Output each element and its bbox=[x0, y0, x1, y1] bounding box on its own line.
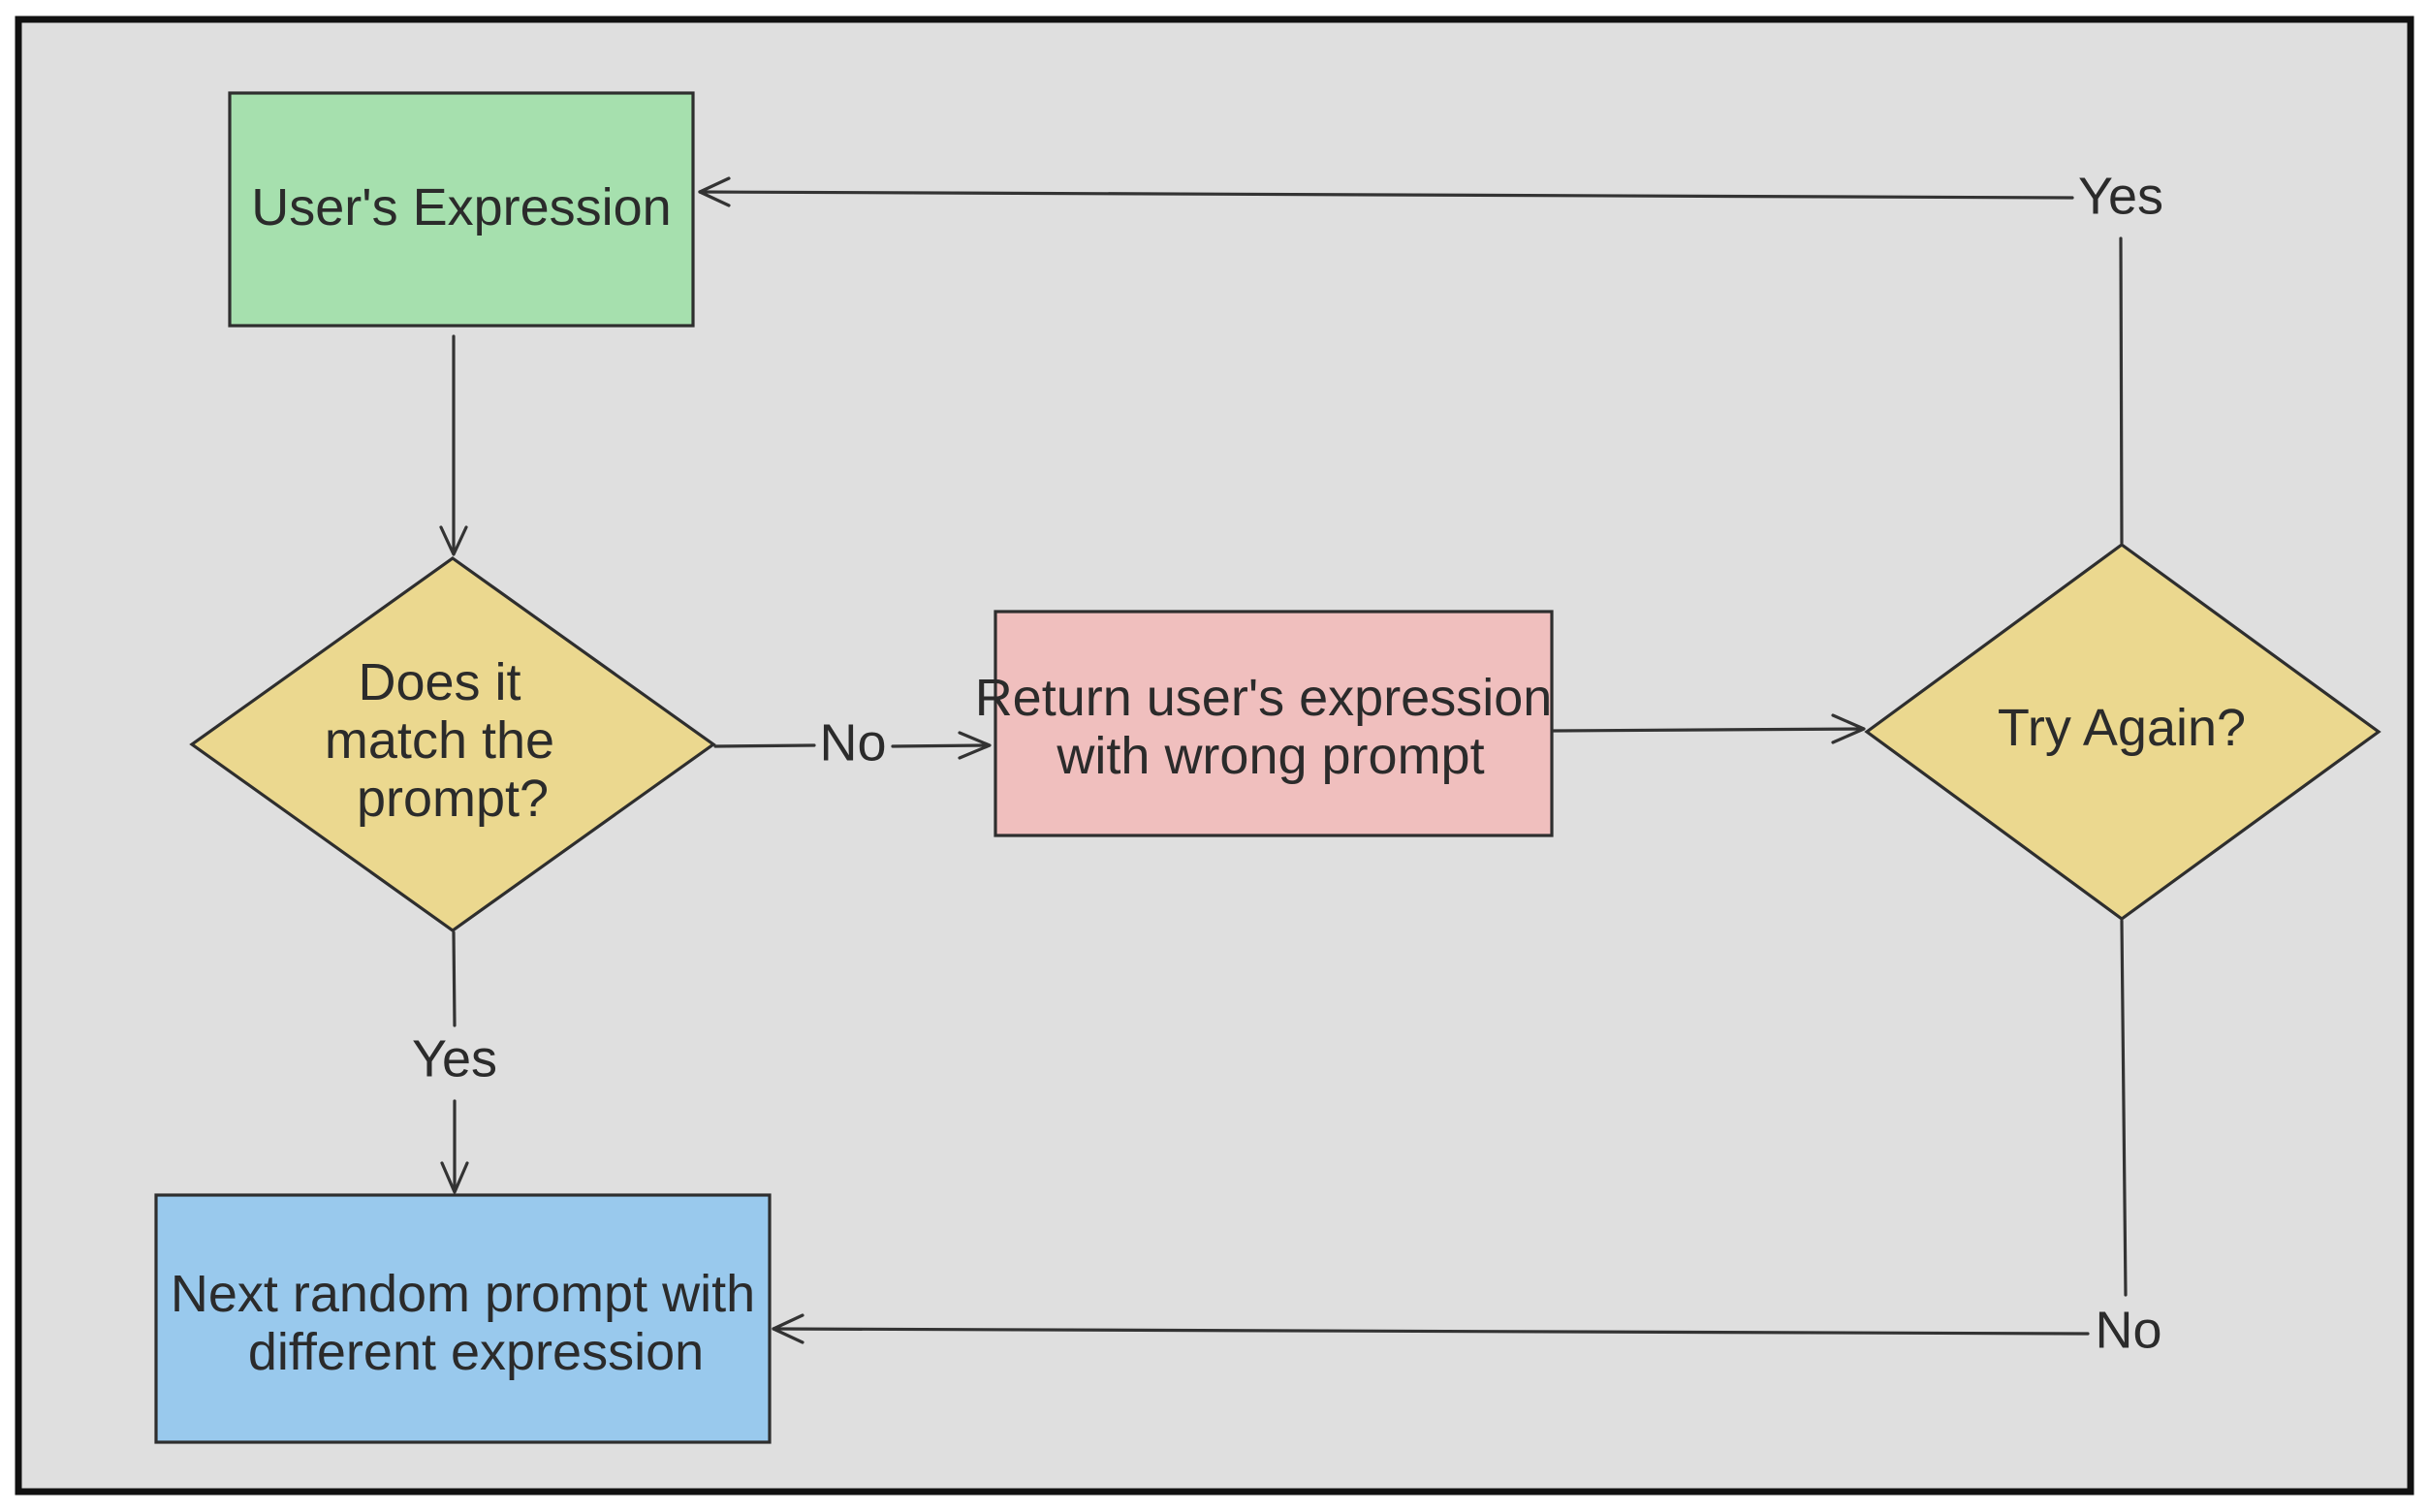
user-expression-line-1: User's Expression bbox=[251, 178, 671, 236]
edge-try-again-yes-arrowhead bbox=[698, 176, 731, 207]
next-prompt-line-1: Next random prompt with bbox=[171, 1265, 755, 1323]
edge-match-yes-line-a bbox=[452, 930, 457, 1027]
edge-match-no-arrowhead bbox=[958, 731, 992, 760]
return-expression-label: Return user's expression with wrong prom… bbox=[975, 669, 1567, 785]
edge-expression-to-match-arrowhead bbox=[439, 525, 468, 556]
match-decision-line-1: Does it bbox=[358, 653, 520, 711]
match-decision-diamond bbox=[189, 556, 716, 932]
edge-try-again-no-horizontal bbox=[772, 1327, 2090, 1336]
edge-match-yes-label: Yes bbox=[412, 1029, 497, 1087]
edge-try-again-no-label: No bbox=[2095, 1301, 2161, 1359]
user-expression-label: User's Expression bbox=[251, 178, 671, 236]
return-expression-node[interactable]: Return user's expression with wrong prom… bbox=[975, 610, 1567, 837]
user-expression-node[interactable]: User's Expression bbox=[228, 91, 695, 328]
edge-try-again-yes: Yes bbox=[698, 167, 2163, 545]
edge-match-no: No bbox=[713, 713, 992, 772]
try-again-diamond bbox=[1864, 543, 2382, 921]
edge-match-yes-arrowhead bbox=[440, 1161, 469, 1194]
edge-try-again-yes-vertical bbox=[2119, 236, 2124, 545]
match-decision-line-3: prompt? bbox=[357, 770, 549, 828]
edge-match-no-label: No bbox=[819, 713, 886, 772]
edge-expression-to-match bbox=[439, 334, 468, 556]
edge-try-again-no-vertical bbox=[2120, 919, 2128, 1297]
match-decision-label: Does it match the prompt? bbox=[325, 653, 569, 828]
edge-try-again-yes-label: Yes bbox=[2078, 167, 2163, 225]
edge-match-yes: Yes bbox=[412, 930, 497, 1194]
edge-match-no-line-b bbox=[891, 743, 991, 748]
next-prompt-box bbox=[154, 1193, 772, 1444]
edge-try-again-yes-horizontal bbox=[698, 190, 2074, 200]
next-prompt-line-2: different expression bbox=[248, 1323, 704, 1381]
next-prompt-node[interactable]: Next random prompt with different expres… bbox=[154, 1193, 772, 1444]
edge-return-to-try-again-line bbox=[1552, 727, 1863, 733]
match-decision-node[interactable]: Does it match the prompt? bbox=[189, 556, 716, 932]
next-prompt-label: Next random prompt with different expres… bbox=[171, 1265, 770, 1381]
user-expression-box bbox=[228, 91, 695, 328]
edge-return-to-try-again-arrowhead bbox=[1831, 713, 1866, 744]
match-decision-line-2: match the bbox=[325, 711, 554, 770]
return-expression-line-1: Return user's expression bbox=[975, 669, 1553, 727]
return-expression-line-2: with wrong prompt bbox=[1056, 727, 1484, 785]
edge-try-again-no: No bbox=[772, 919, 2162, 1359]
try-again-line-1: Try Again? bbox=[1998, 699, 2246, 757]
edge-return-to-try-again bbox=[1552, 713, 1866, 744]
try-again-node[interactable]: Try Again? bbox=[1864, 543, 2382, 921]
edge-try-again-no-arrowhead bbox=[772, 1313, 804, 1344]
try-again-label: Try Again? bbox=[1998, 699, 2246, 757]
edge-match-no-line-a bbox=[713, 743, 816, 748]
return-expression-box bbox=[994, 610, 1554, 837]
